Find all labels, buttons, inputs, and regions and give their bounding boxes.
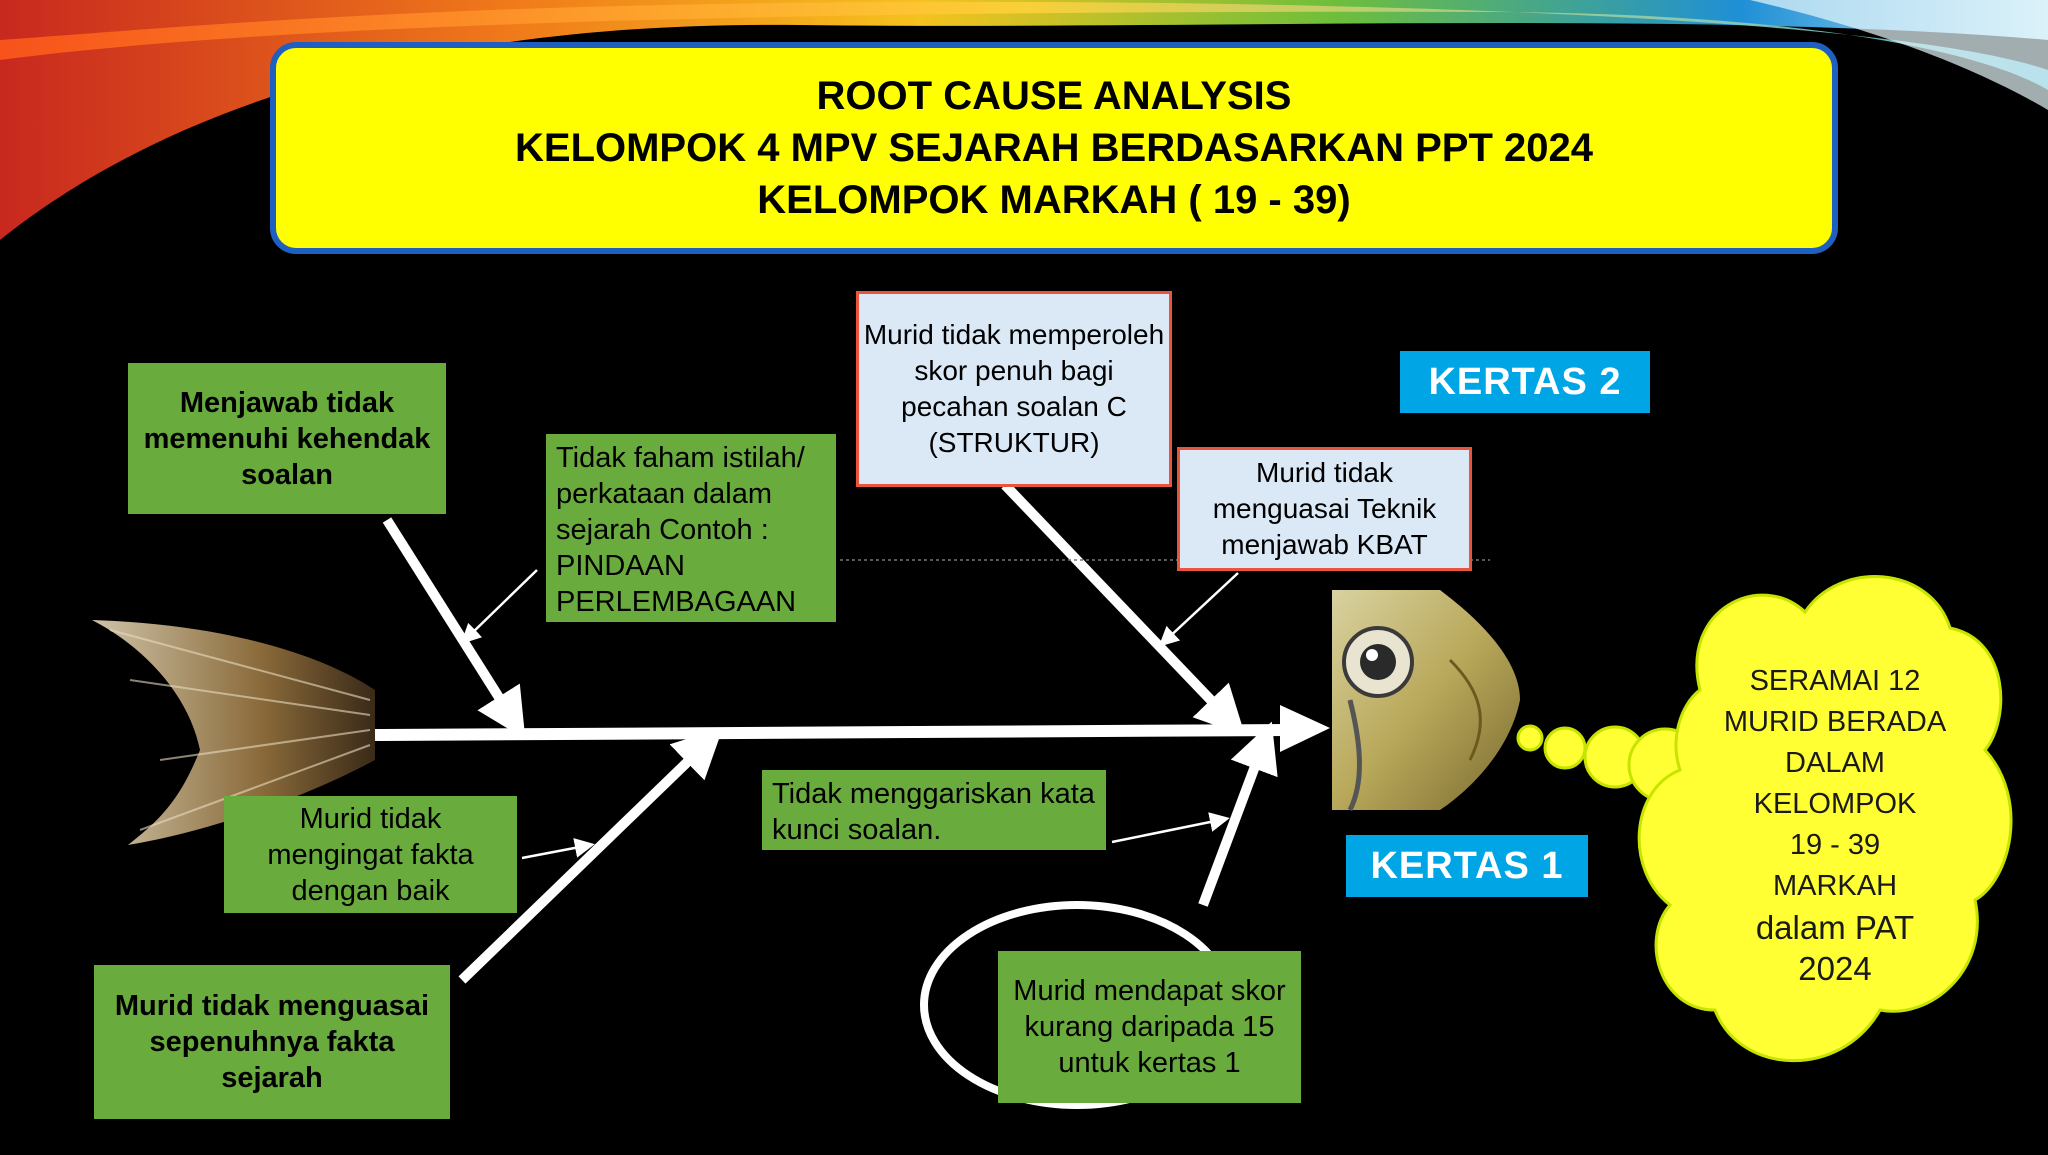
kertas-1-label: KERTAS 1 bbox=[1346, 835, 1588, 897]
cloud-line-2: MURID BERADA bbox=[1723, 706, 1947, 738]
cloud-line-4: KELOMPOK bbox=[1753, 788, 1917, 820]
cause-box-menggaris: Tidak menggariskan kata kunci soalan. bbox=[762, 770, 1106, 850]
cloud-line-6: MARKAH bbox=[1772, 870, 1898, 902]
cloud-line-1: SERAMAI 12 bbox=[1749, 665, 1921, 697]
bone-struktur bbox=[1001, 481, 1246, 737]
cause-box-istilah: Tidak faham istilah/ perkataan dalam sej… bbox=[546, 434, 836, 622]
title-banner: ROOT CAUSE ANALYSIS KELOMPOK 4 MPV SEJAR… bbox=[270, 42, 1838, 254]
fish-tail-icon bbox=[92, 620, 375, 845]
cause-box-skor: Murid mendapat skor kurang daripada 15 u… bbox=[998, 951, 1301, 1103]
bone-menjawab bbox=[382, 517, 526, 740]
cloud-line-7: dalam PAT bbox=[1755, 909, 1915, 946]
cause-box-kbat: Murid tidak menguasai Teknik menjawab KB… bbox=[1177, 447, 1472, 571]
cause-box-menjawab: Menjawab tidak memenuhi kehendak soalan bbox=[128, 363, 446, 514]
thought-cloud bbox=[1516, 575, 2013, 1063]
title-line-1: ROOT CAUSE ANALYSIS bbox=[816, 74, 1292, 118]
fishbone-spine bbox=[374, 724, 1286, 741]
fish-head-icon bbox=[1332, 590, 1520, 812]
cause-box-menguasai: Murid tidak menguasai sepenuhnya fakta s… bbox=[94, 965, 450, 1119]
decorative-swoosh bbox=[0, 0, 2048, 240]
cause-box-struktur: Murid tidak memperoleh skor penuh bagi p… bbox=[856, 291, 1172, 487]
bone-menguasai bbox=[458, 727, 723, 984]
title-line-3: KELOMPOK MARKAH ( 19 - 39) bbox=[757, 178, 1351, 222]
cloud-line-5: 19 - 39 bbox=[1789, 829, 1881, 861]
cloud-line-8: 2024 bbox=[1798, 950, 1872, 987]
cloud-summary: SERAMAI 12 MURID BERADA DALAM KELOMPOK 1… bbox=[1670, 660, 2000, 990]
spine-arrowhead bbox=[1280, 705, 1330, 752]
title-line-2: KELOMPOK 4 MPV SEJARAH BERDASARKAN PPT 2… bbox=[515, 126, 1593, 170]
kertas-2-label: KERTAS 2 bbox=[1400, 351, 1650, 413]
cause-box-mengingat: Murid tidak mengingat fakta dengan baik bbox=[224, 796, 517, 913]
bone-skor bbox=[1198, 721, 1278, 907]
cloud-line-3: DALAM bbox=[1785, 747, 1885, 779]
